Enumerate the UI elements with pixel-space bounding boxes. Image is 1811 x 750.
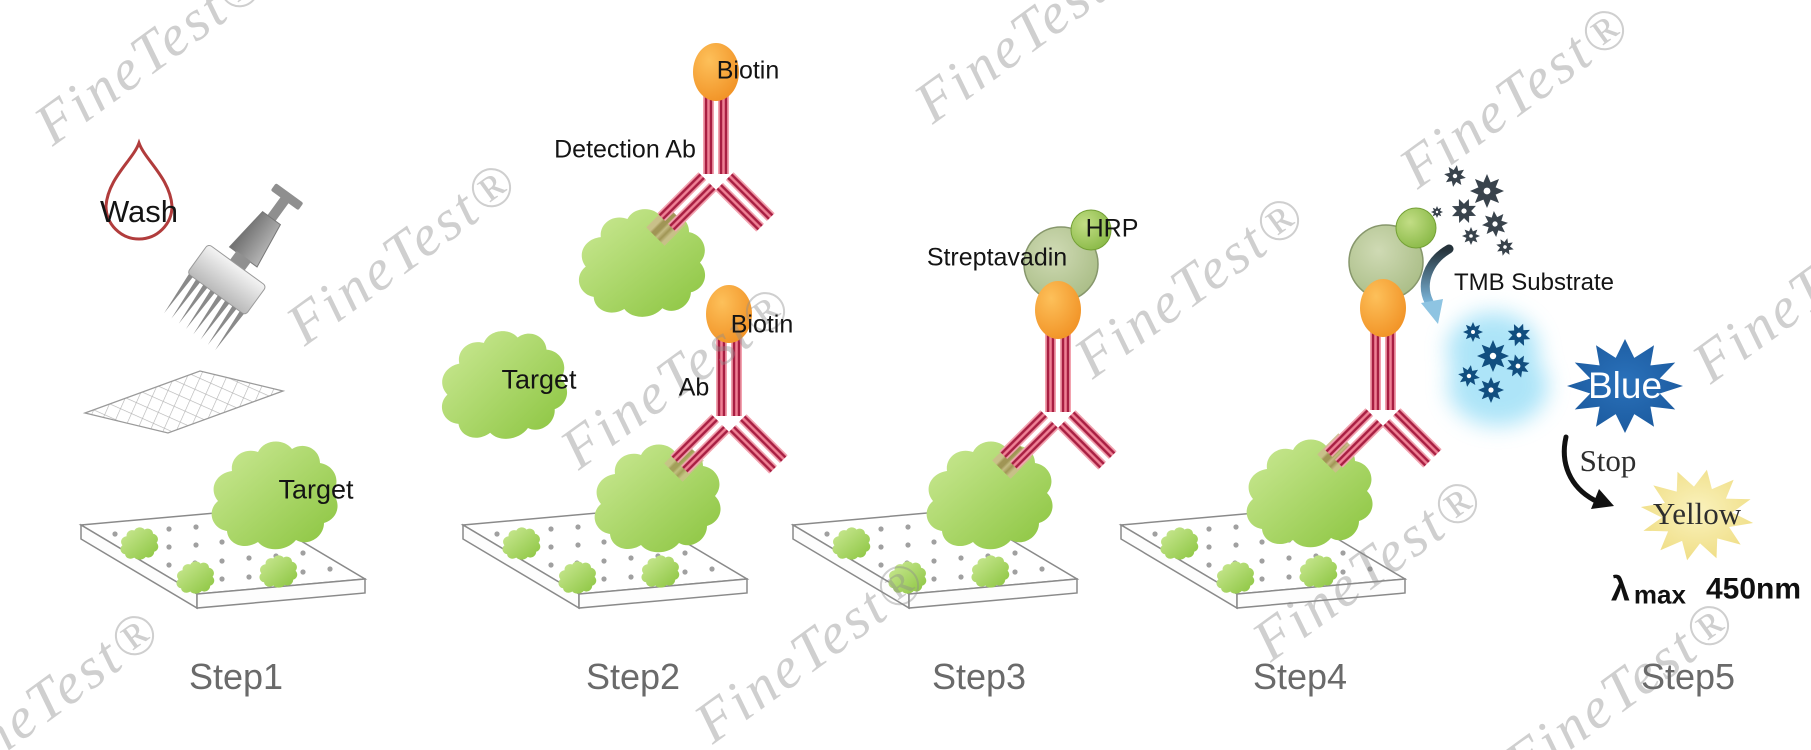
- yellow-result-label: Yellow: [1652, 496, 1742, 531]
- biotin-tag: [693, 43, 739, 101]
- conversion-arrow-icon: [1420, 244, 1454, 307]
- wash-label: Wash: [99, 194, 179, 229]
- step2-group: [436, 43, 788, 608]
- ab-label: Ab: [678, 373, 710, 402]
- wash-droplet-icon: [104, 138, 174, 241]
- step5-caption: Step5: [1640, 656, 1736, 697]
- step4-group: [1121, 163, 1548, 608]
- wavelength-readout: λ max 450nm: [1611, 573, 1801, 608]
- stop-arrowhead-icon: [1591, 489, 1614, 509]
- stop-arrow-icon: [1561, 434, 1597, 503]
- detection-ab-label: Detection Ab: [554, 135, 696, 164]
- biotin-tag: [1360, 279, 1406, 337]
- streptavidin-label: Streptavadin: [926, 243, 1068, 272]
- target-protein-blob: [577, 206, 708, 319]
- target-label: Target: [501, 364, 577, 395]
- step3-group: [793, 209, 1117, 608]
- target-protein-blob: [926, 441, 1053, 550]
- lambda-subscript: max: [1633, 579, 1686, 610]
- tmb-substrate-label: TMB Substrate: [1453, 269, 1615, 296]
- blue-result-label: Blue: [1587, 365, 1663, 406]
- wavelength-value: 450nm: [1705, 572, 1802, 606]
- stop-label: Stop: [1579, 443, 1637, 478]
- multichannel-pipette-icon: [164, 183, 303, 351]
- biotin-label: Biotin: [716, 56, 780, 85]
- step4-caption: Step4: [1252, 656, 1348, 697]
- tmb-substrate-stars-dark: [1431, 163, 1517, 259]
- conversion-arrowhead-icon: [1421, 299, 1443, 324]
- biotin-tag: [706, 285, 752, 343]
- epitope-connector: [1317, 433, 1357, 473]
- step1-group: [81, 138, 365, 608]
- epitope-connector: [664, 442, 704, 482]
- hrp-label: HRP: [1085, 214, 1139, 243]
- step3-caption: Step3: [931, 656, 1027, 697]
- step1-caption: Step1: [188, 656, 284, 697]
- lambda-symbol: λ: [1610, 570, 1630, 609]
- blue-glow: [1447, 312, 1548, 426]
- biotin-tag: [1035, 281, 1081, 339]
- target-label: Target: [278, 474, 354, 505]
- mesh-sheet-icon: [82, 370, 286, 434]
- epitope-connector: [992, 439, 1032, 479]
- step2-caption: Step2: [585, 656, 681, 697]
- step5-group: [1561, 339, 1764, 569]
- biotin-label: Biotin: [730, 310, 794, 339]
